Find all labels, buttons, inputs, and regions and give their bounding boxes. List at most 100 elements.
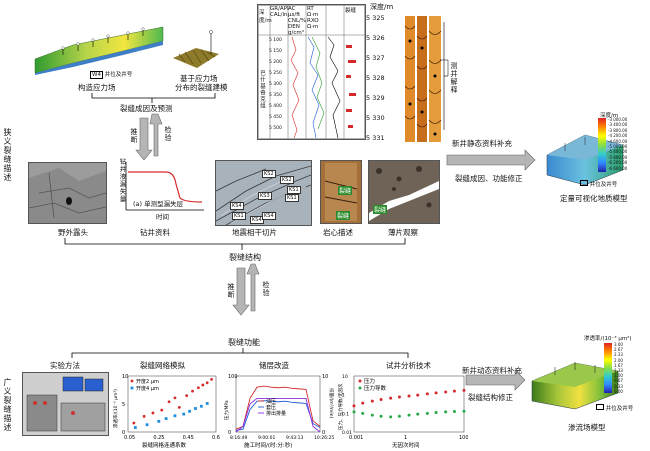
network-chart: 0.050.250.450.650510裂缝网格连通系数渗透率/(10⁻³ μm…: [112, 370, 220, 450]
log-left-depth: 5 400: [269, 104, 282, 109]
top-infer-label: 推断: [130, 128, 138, 144]
reservoir-x-tick: 9:43:13: [286, 435, 303, 441]
seepage-model: [530, 345, 620, 415]
log-left-depth: 5 450: [269, 115, 282, 120]
seismic-tag: KS4: [262, 212, 276, 220]
static-correction-label: 裂缝成因、功能修正: [455, 174, 523, 183]
log-col-header-depth: 深度/m: [259, 10, 272, 24]
crack-model-label-2: 分布的裂缝建模: [175, 83, 228, 92]
static-supplement-label: 新井静态资料补充: [452, 139, 512, 148]
static-scale-tick: -3 000.00: [608, 117, 628, 122]
well-test-ylabel: 压力、压力导数/无因次: [337, 383, 344, 430]
well-test-point: [379, 398, 383, 402]
depth-tick: 5 331: [366, 134, 385, 142]
static-scale-tick: -6 200.00: [608, 160, 628, 166]
dynamic-supplement-label: 新井动态资料补充: [462, 366, 522, 375]
tectonic-stress-label: 构造应力场: [78, 83, 116, 92]
static-scale-tick: -4 200.00: [608, 133, 628, 139]
log-left-depth: 5 500: [269, 126, 282, 131]
seepage-scale-bar: [604, 343, 612, 393]
well-test-point: [416, 412, 420, 416]
seepage-scale-tick: 0.00: [614, 388, 623, 394]
well-test-chart: 0.001110000.010.1110无因次时间压力、压力导数/无因次压力压力…: [336, 370, 468, 450]
log-left-depth: 5 150: [269, 49, 282, 54]
seismic-tag: KS4: [230, 202, 244, 210]
network-point: [167, 400, 171, 404]
depth-header: 深度/m: [370, 3, 394, 11]
reservoir-x-tick: 9:00:01: [258, 435, 275, 441]
network-plot-area: [127, 375, 217, 433]
experiment-photo: [22, 372, 109, 436]
well-test-legend-marker: [358, 386, 362, 390]
network-point: [188, 409, 191, 413]
network-point: [182, 412, 186, 416]
log-col-header-rt: RT Ω·m RXO Ω·m: [307, 6, 319, 30]
core-label: 岩心描述: [323, 228, 353, 237]
seepage-scale-tick: 2.67: [614, 347, 623, 353]
thin-section-photo: [368, 160, 440, 224]
well-test-point: [370, 413, 374, 417]
drill-axis-h-label: 时间: [156, 213, 169, 221]
well-test-x-tick: 1: [404, 435, 407, 441]
network-point: [132, 421, 136, 425]
thin-tag: 裂缝: [373, 205, 388, 214]
reservoir-series-line: [235, 385, 321, 430]
log-left-depth: 5 350: [269, 93, 282, 98]
reservoir-ylabel: 压力/MPa: [223, 400, 230, 420]
well-test-legend-text: 压力: [364, 377, 375, 385]
seismic-tag: KS1: [232, 212, 246, 220]
depth-tick: 5 330: [366, 114, 385, 122]
seepage-scale-tick: 3.00: [614, 342, 623, 347]
static-scale-tick: -5 400.00: [608, 149, 628, 155]
seepage-label: 渗流场模型: [568, 423, 606, 432]
well-test-point: [434, 411, 438, 415]
log-left-depth: 5 300: [269, 82, 282, 87]
seepage-scale-tick: 0.33: [614, 383, 623, 389]
network-y-tick: 5: [122, 402, 125, 408]
well-test-point: [444, 410, 448, 414]
log-left-depth: 5 100: [269, 38, 282, 43]
reservoir-y-tick: 100: [228, 374, 238, 380]
well-test-point: [389, 396, 393, 400]
well-legend-top: W4 井位及井号: [90, 70, 132, 79]
reservoir-y2label: 排量/(m³/min): [328, 388, 334, 418]
network-point: [160, 408, 164, 412]
network-legend-marker: [130, 386, 134, 390]
seismic-tag: KS3: [258, 192, 272, 200]
thin-section-label: 薄片观察: [388, 228, 418, 237]
reservoir-series-line: [235, 397, 321, 433]
broad-fracture-label: 广义裂缝描述: [3, 378, 12, 432]
network-x-tick: 0.05: [124, 435, 135, 441]
well-test-point: [462, 388, 466, 392]
static-legend-text: 井位及井号: [589, 182, 618, 188]
log-col-header-frac: 裂缝: [345, 8, 357, 14]
seismic-tag: KS2: [262, 170, 276, 178]
network-point: [145, 423, 149, 427]
network-point: [194, 407, 197, 410]
static-scale-tick: -4 600.00: [608, 138, 628, 144]
network-point: [177, 405, 181, 409]
network-point: [201, 383, 205, 387]
tectonic-stress-map: [33, 15, 165, 75]
genesis-label: 裂缝成因及预测: [120, 104, 173, 113]
network-legend-text: 开度4 μm: [136, 385, 159, 392]
well-test-point: [425, 392, 429, 396]
well-test-legend-marker: [358, 379, 362, 383]
well-test-x-tick: 0.001: [349, 435, 363, 441]
well-test-y-tick: 0.1: [342, 411, 349, 417]
well-test-point: [407, 413, 411, 417]
depth-tick: 5 326: [366, 34, 385, 42]
well-test-point: [370, 399, 374, 403]
experiment-label: 实验方法: [50, 361, 80, 370]
seepage-scale-tick: 2.00: [614, 357, 623, 363]
well-test-point: [361, 401, 365, 405]
static-model-label: 定量可视化地质模型: [560, 194, 628, 203]
network-point: [199, 404, 203, 408]
seepage-scale-tick: 1.33: [614, 368, 623, 373]
seismic-tag: KS1: [285, 194, 299, 202]
drill-plot: [118, 160, 206, 218]
reservoir-y2-tick: 10: [322, 374, 328, 380]
well-test-point: [425, 411, 429, 415]
network-point: [205, 381, 209, 385]
well-test-point: [452, 410, 456, 414]
